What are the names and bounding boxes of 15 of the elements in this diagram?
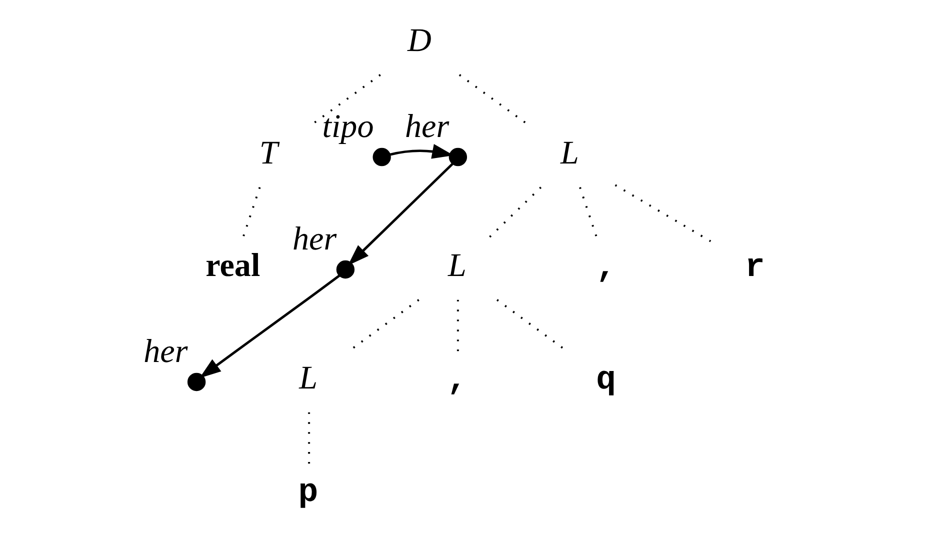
node-text: ,	[447, 360, 468, 399]
node-label: her	[405, 109, 450, 146]
node-text: q	[596, 360, 616, 399]
node-text: r	[744, 248, 765, 286]
node-text: L	[560, 136, 579, 172]
node-text: T	[259, 136, 278, 172]
node-text: L	[299, 360, 318, 397]
node-text: D	[407, 23, 432, 60]
node-text: real	[206, 248, 260, 284]
node-text: p	[298, 473, 318, 512]
node-text: ,	[596, 248, 616, 286]
node-label: her	[144, 334, 188, 370]
node-label: tipo	[322, 109, 374, 146]
node-text: L	[448, 248, 466, 284]
node-label: her	[292, 222, 337, 258]
